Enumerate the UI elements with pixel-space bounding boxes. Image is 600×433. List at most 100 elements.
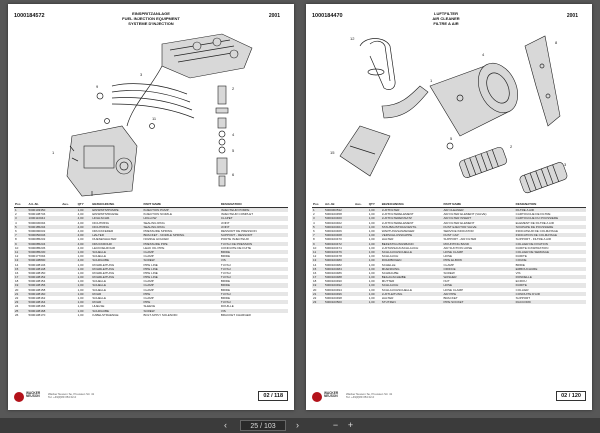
table-cell: SCHLAUCHSCHELLE bbox=[381, 287, 412, 292]
table-cell: TUYAU bbox=[219, 291, 288, 296]
table-cell: 9 bbox=[14, 241, 28, 246]
table-cell: 5000103470 bbox=[325, 237, 342, 242]
table-cell: BRIDE bbox=[220, 279, 231, 284]
table-cell: 5000138746 bbox=[28, 212, 46, 217]
table-cell bbox=[354, 216, 368, 221]
table-cell: ROHRLEITUNG bbox=[91, 275, 143, 280]
table-cell: 5000085230 bbox=[27, 249, 62, 255]
table-cell: 5000103490 bbox=[325, 279, 342, 284]
column-header: PART NAME bbox=[142, 201, 220, 208]
column-header: Pos bbox=[312, 201, 325, 208]
table-cell: 11 bbox=[14, 249, 28, 255]
column-header: DESIGNATION bbox=[219, 201, 288, 208]
table-cell bbox=[354, 233, 368, 238]
doc-number: 1000184572 bbox=[14, 13, 45, 19]
table-cell: 5000138146 bbox=[28, 262, 46, 267]
table-cell: SOUPAPE DE POUSSIERE bbox=[514, 224, 586, 229]
table-cell: 5000085236 bbox=[28, 245, 46, 250]
table-cell: TUYAU bbox=[219, 275, 288, 280]
table-cell: 1,00 bbox=[76, 291, 92, 296]
document-page-right: 1000184470 LUFTFILTER AIR CLEANER FILTRE… bbox=[306, 4, 592, 410]
svg-text:5: 5 bbox=[450, 136, 453, 141]
table-cell bbox=[354, 258, 368, 263]
table-cell: STAUBAUSTRAGVENTIL bbox=[380, 224, 443, 229]
table-cell: SCHLAUCH bbox=[381, 254, 399, 259]
table-cell: SCHLAUCHSCHELLE bbox=[380, 249, 443, 255]
table-cell: 4,00 bbox=[77, 245, 84, 250]
table-cell: 2 bbox=[313, 212, 315, 217]
table-cell: MUTTER bbox=[381, 279, 395, 284]
table-cell: 5 bbox=[14, 224, 28, 229]
table-cell: 23 bbox=[14, 300, 28, 305]
column-header: Pos bbox=[14, 201, 28, 208]
table-cell: 3 bbox=[14, 216, 28, 221]
table-cell: 5000103460 bbox=[324, 216, 355, 221]
table-cell: 4 bbox=[15, 220, 17, 225]
chevron-right-icon[interactable]: › bbox=[296, 420, 299, 430]
column-header: DESIGNATION bbox=[514, 201, 586, 208]
table-cell: 5000138168 bbox=[27, 308, 62, 313]
page-indicator[interactable]: 25 / 103 bbox=[240, 420, 286, 431]
table-cell: 19 bbox=[14, 283, 28, 288]
table-cell: TUYAU bbox=[220, 262, 231, 267]
table-cell: SCHLAUCH bbox=[380, 283, 443, 288]
table-cell: BRACKET bbox=[443, 296, 458, 301]
table-cell: PORTE INJECTEUR bbox=[220, 237, 249, 242]
table-cell: FILTRE A AIR bbox=[514, 207, 586, 213]
table-cell: 1,00 bbox=[367, 291, 381, 296]
chevron-left-icon[interactable]: ‹ bbox=[224, 420, 227, 430]
table-cell: NOZZLE HOLDER bbox=[143, 237, 169, 242]
table-cell: BRACKET - NOZZLE SPRING bbox=[142, 233, 220, 238]
table-cell: DRUCKFEDER bbox=[92, 229, 114, 234]
table-cell: 15 bbox=[14, 266, 28, 271]
table-cell: 5000138158 bbox=[28, 287, 46, 292]
table-cell: SCHELLE bbox=[91, 249, 143, 255]
minus-icon[interactable]: − bbox=[332, 420, 339, 430]
column-header: Aus. bbox=[354, 201, 368, 208]
year-label: 2001 bbox=[268, 13, 280, 19]
table-cell: LUFTFILTER bbox=[380, 207, 443, 213]
table-cell: HOSE bbox=[442, 283, 515, 288]
table-cell: LUFTFILTERELEMENT bbox=[381, 220, 414, 225]
table-cell: 5000103466 bbox=[325, 229, 342, 234]
table-cell bbox=[61, 275, 77, 280]
table-cell: ROHRLEITUNG bbox=[91, 266, 143, 271]
svg-text:9: 9 bbox=[96, 84, 99, 89]
table-cell: VIS bbox=[219, 258, 288, 263]
table-cell: AIR PIPE bbox=[442, 291, 515, 296]
table-cell: COLLIER DE FIXATION bbox=[514, 241, 586, 246]
table-cell: CLAMP bbox=[143, 287, 154, 292]
table-cell: ELEMENT DE FILTRE A AIR bbox=[515, 220, 554, 225]
column-header: Aus. bbox=[61, 201, 77, 208]
table-cell: SCREW bbox=[142, 258, 220, 263]
svg-text:4: 4 bbox=[482, 52, 485, 57]
table-cell: HOSE CLAMP bbox=[443, 287, 464, 292]
table-cell bbox=[354, 300, 368, 305]
table-cell: COLLIER bbox=[515, 287, 529, 292]
table-cell: SERVICE INDICATOR bbox=[443, 229, 474, 234]
table-cell: 1000110044 bbox=[27, 216, 62, 221]
table-cell: 1,00 bbox=[367, 233, 381, 238]
table-cell: 5000090032 bbox=[28, 229, 46, 234]
table-cell: HOSE CLAMP bbox=[442, 249, 515, 255]
table-cell: 5000103480 bbox=[324, 258, 355, 263]
column-header: BEZEICHNUNG bbox=[380, 201, 443, 208]
table-cell: DOUILLE bbox=[220, 304, 234, 309]
plus-icon[interactable]: + bbox=[347, 420, 354, 430]
table-cell: 13 bbox=[312, 258, 325, 263]
table-cell: 11 bbox=[312, 249, 325, 255]
table-cell: LUFTFILTEREINSATZ bbox=[380, 216, 443, 221]
table-cell: DUST CAP bbox=[442, 233, 515, 238]
table-cell: DURITE D'ASPIRATION bbox=[515, 245, 549, 250]
table-cell: 1,00 bbox=[367, 283, 381, 288]
table-cell: 24 bbox=[15, 304, 19, 309]
table-cell: 1,00 bbox=[367, 258, 381, 263]
